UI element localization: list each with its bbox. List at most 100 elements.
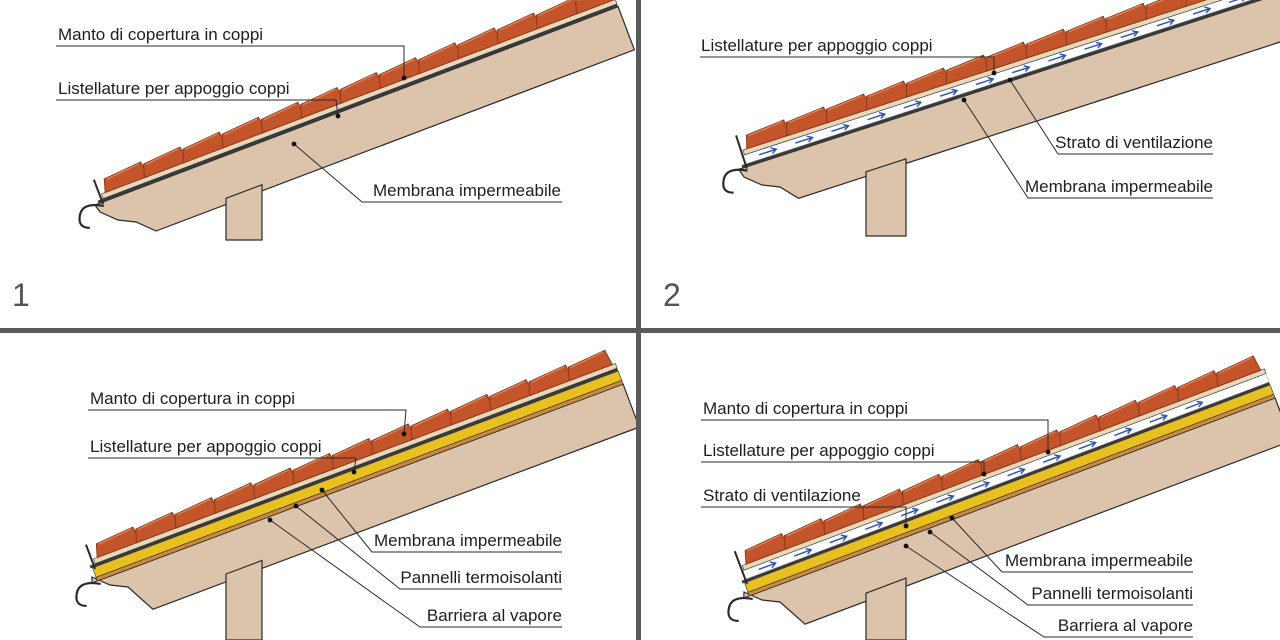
tile-highlight — [531, 366, 565, 383]
label-3-membrana: Membrana impermeabile — [374, 531, 562, 550]
airflow-arrow-head — [947, 494, 955, 502]
label-3-listellature: Listellature per appoggio coppi — [90, 437, 322, 456]
tile — [489, 379, 535, 411]
panel-2: 2 Listellature per appoggio coppi Strato… — [663, 0, 1280, 313]
tile-highlight — [943, 460, 977, 478]
tile — [528, 364, 574, 397]
eave-edge — [92, 179, 105, 205]
tile — [1098, 399, 1144, 432]
airflow-arrow — [1192, 7, 1211, 15]
leader-line — [905, 545, 1193, 638]
leader-line — [88, 457, 357, 473]
tile — [865, 80, 912, 111]
tile-highlight — [865, 490, 899, 507]
airflow-arrow — [758, 148, 777, 156]
membrane-layer — [741, 382, 1271, 584]
airflow-arrow-head — [983, 481, 991, 488]
tile — [1216, 355, 1262, 388]
tile-highlight — [786, 519, 820, 537]
tile-highlight — [908, 69, 943, 85]
tile — [783, 518, 830, 551]
tile-highlight — [420, 44, 454, 61]
tile-highlight — [145, 148, 179, 165]
tile — [496, 12, 542, 45]
airflow-arrow-head — [1095, 41, 1103, 49]
tile — [980, 444, 1026, 477]
airflow-arrow — [900, 508, 919, 517]
airflow-arrow — [1007, 468, 1025, 477]
tile-highlight — [948, 56, 983, 72]
tile-highlight — [1140, 386, 1174, 404]
airflow-arrow-head — [806, 135, 814, 143]
tile-highlight — [224, 118, 258, 136]
airflow-arrow-head — [951, 88, 959, 96]
tile-highlight — [825, 505, 859, 522]
airflow-arrow-head — [769, 561, 777, 569]
tile-highlight — [1028, 30, 1062, 46]
leader-line — [701, 506, 907, 526]
membrane-layer — [741, 0, 1261, 169]
leader-dot — [1045, 449, 1051, 455]
tile — [862, 488, 908, 521]
tile-highlight — [452, 395, 486, 413]
airflow-arrow — [971, 482, 990, 490]
tile — [457, 27, 503, 60]
tile — [213, 482, 260, 515]
tile — [1065, 15, 1111, 46]
tile — [1059, 414, 1105, 447]
tile-highlight — [137, 513, 171, 530]
label-1-manto: Manto di copertura in coppi — [58, 25, 263, 44]
batten-layer — [742, 0, 1223, 156]
tile-highlight — [499, 14, 533, 31]
tile — [174, 496, 220, 529]
tile — [535, 0, 581, 30]
tile — [143, 146, 189, 179]
tile — [331, 438, 378, 470]
leader-line — [56, 99, 339, 117]
airflow-arrow-head — [915, 100, 923, 108]
tile — [785, 106, 832, 137]
airflow-arrow — [1078, 441, 1096, 450]
airflow-arrow-head — [840, 534, 848, 542]
tile-highlight — [334, 439, 368, 457]
airflow-arrow — [865, 522, 883, 530]
airflow-arrow-head — [878, 112, 887, 119]
tile-highlight — [341, 73, 376, 91]
tile — [985, 41, 1031, 72]
tile — [135, 511, 181, 544]
airflow-arrow — [829, 535, 847, 544]
airflow-arrow — [794, 549, 812, 557]
leader-dot — [401, 431, 407, 437]
airflow-arrow — [1012, 66, 1030, 74]
tile-highlight — [98, 528, 132, 545]
label-3-barriera: Barriera al vapore — [427, 606, 562, 625]
leader-dot — [991, 70, 997, 76]
tile-highlight — [788, 108, 823, 124]
tile-highlight — [747, 534, 781, 552]
tile — [378, 57, 424, 90]
gutter-hook — [78, 203, 105, 229]
leader-line — [295, 505, 562, 590]
leaders-3 — [88, 409, 562, 628]
label-1-listellature: Listellature per appoggio coppi — [58, 79, 290, 98]
tile-highlight — [828, 95, 863, 111]
label-3-pannelli: Pannelli termoisolanti — [400, 568, 562, 587]
airflow-arrow — [1042, 455, 1061, 463]
leader-line — [951, 517, 1193, 573]
tile-highlight — [373, 425, 407, 442]
tile-highlight — [459, 29, 493, 46]
airflow-arrow-head — [1160, 414, 1168, 421]
leader-dot — [267, 517, 273, 523]
leader-dot — [335, 113, 341, 119]
tile — [1145, 0, 1191, 20]
leader-line — [321, 489, 562, 553]
tile — [901, 473, 948, 506]
tile-highlight — [177, 498, 211, 516]
tile-highlight — [381, 58, 415, 76]
airflow-arrow-head — [987, 76, 995, 84]
tile-highlight — [263, 103, 297, 121]
wall-post — [225, 183, 263, 241]
airflow-arrow — [831, 125, 849, 132]
